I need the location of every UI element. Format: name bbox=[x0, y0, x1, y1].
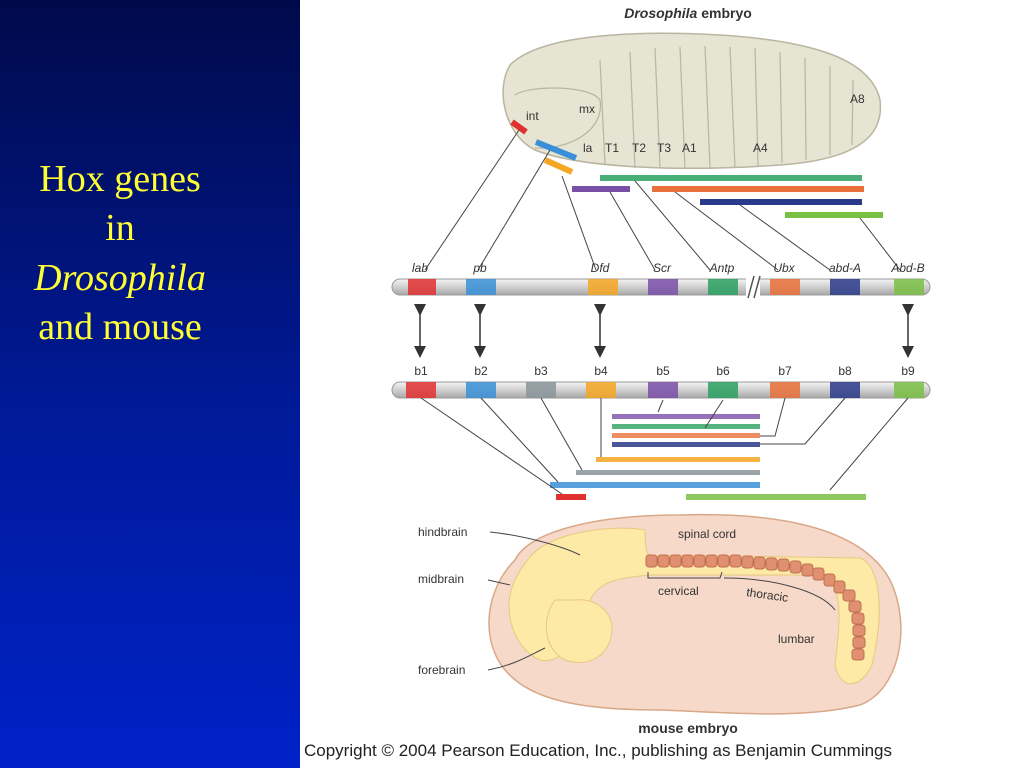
dfd-gene-band bbox=[588, 279, 618, 295]
mouse-region-pointers bbox=[487, 531, 581, 671]
fly-expression-bars bbox=[510, 119, 883, 218]
segment-A8: A8 bbox=[850, 92, 865, 106]
gene-label-dfd: Dfd bbox=[591, 261, 610, 275]
abd-b-gene-band bbox=[894, 279, 924, 295]
segment-A4: A4 bbox=[753, 141, 768, 155]
copyright-notice: Copyright © 2004 Pearson Education, Inc.… bbox=[304, 741, 893, 760]
mouse-chromosome bbox=[391, 381, 931, 399]
b8-gene-band bbox=[830, 382, 860, 398]
fly-gene-labels: lab pb Dfd Scr Antp Ubx abd-A Abd-B bbox=[412, 261, 925, 275]
gene-label-b8: b8 bbox=[838, 364, 852, 378]
scr-expression bbox=[572, 186, 630, 192]
gene-label-abd-b: Abd-B bbox=[890, 261, 924, 275]
gene-label-antp: Antp bbox=[709, 261, 735, 275]
gene-label-b6: b6 bbox=[716, 364, 730, 378]
mouse-region-labels: hindbrain midbrain forebrain spinal cord… bbox=[418, 525, 815, 736]
label-forebrain: forebrain bbox=[418, 663, 465, 677]
label-lumbar: lumbar bbox=[778, 632, 815, 646]
b1-gene-band bbox=[406, 382, 436, 398]
segment-T1: T1 bbox=[605, 141, 619, 155]
homology-arrows bbox=[414, 304, 914, 358]
fly-embryo: int mx la T1 T2 T3 A1 A4 A8 bbox=[502, 32, 882, 169]
ubx-expression bbox=[652, 186, 864, 192]
title-line-4: and mouse bbox=[38, 306, 202, 349]
dfd-expression bbox=[543, 157, 574, 175]
antp-gene-band bbox=[708, 279, 738, 295]
abd-b-expression bbox=[785, 212, 883, 218]
ubx-gene-band bbox=[770, 279, 800, 295]
label-spinal-cord: spinal cord bbox=[678, 527, 736, 541]
fly-embryo-title: Drosophila embryo bbox=[624, 5, 752, 21]
segment-la: la bbox=[583, 141, 593, 155]
title-line-3: Drosophila bbox=[34, 256, 206, 299]
b4-gene-band bbox=[586, 382, 616, 398]
label-cervical: cervical bbox=[658, 584, 699, 598]
mouse-expression-bars bbox=[550, 414, 866, 500]
fly-chromosome bbox=[391, 275, 931, 299]
scr-gene-band bbox=[648, 279, 678, 295]
b5-gene-band bbox=[648, 382, 678, 398]
title-line-1: Hox genes bbox=[39, 158, 201, 200]
pb-gene-band bbox=[466, 279, 496, 295]
gene-label-b5: b5 bbox=[656, 364, 670, 378]
somites bbox=[645, 554, 866, 661]
b3-gene-band bbox=[526, 382, 556, 398]
gene-label-b9: b9 bbox=[901, 364, 915, 378]
title-line-2: in bbox=[105, 207, 135, 250]
b2-gene-band bbox=[466, 382, 496, 398]
b8-expression bbox=[612, 442, 760, 447]
segment-int: int bbox=[526, 109, 539, 123]
b1-expression bbox=[556, 494, 586, 500]
gene-label-pb: pb bbox=[472, 261, 487, 275]
slide-title: Hox genes in Drosophila and mouse bbox=[0, 155, 240, 353]
gene-label-scr: Scr bbox=[653, 261, 672, 275]
lab-gene-band bbox=[408, 279, 436, 295]
gene-label-b2: b2 bbox=[474, 364, 488, 378]
b7-gene-band bbox=[770, 382, 800, 398]
hox-diagram: Drosophila embryo int mx la T1 T2 T3 A1 … bbox=[391, 5, 931, 736]
pb-expression bbox=[534, 139, 578, 161]
lab-expression bbox=[510, 119, 528, 135]
gene-label-b4: b4 bbox=[594, 364, 608, 378]
b9-gene-band bbox=[894, 382, 924, 398]
gene-label-b1: b1 bbox=[414, 364, 428, 378]
gene-label-ubx: Ubx bbox=[773, 261, 795, 275]
b9-expression bbox=[686, 494, 866, 500]
antp-expression bbox=[600, 175, 862, 181]
abd-a-expression bbox=[700, 199, 862, 205]
b2-expression bbox=[550, 482, 760, 488]
hox-figure: Drosophila embryo int mx la T1 T2 T3 A1 … bbox=[300, 0, 1024, 768]
segment-T2: T2 bbox=[632, 141, 646, 155]
segment-mx: mx bbox=[579, 102, 595, 116]
b4-expression bbox=[596, 457, 760, 462]
b3-expression bbox=[576, 470, 760, 475]
label-hindbrain: hindbrain bbox=[418, 525, 467, 539]
gene-label-lab: lab bbox=[412, 261, 428, 275]
mouse-embryo bbox=[488, 513, 902, 715]
b6-gene-band bbox=[708, 382, 738, 398]
label-midbrain: midbrain bbox=[418, 572, 464, 586]
b7-expression bbox=[612, 433, 760, 438]
gene-label-b7: b7 bbox=[778, 364, 792, 378]
label-thoracic: thoracic bbox=[746, 585, 790, 605]
segment-T3: T3 bbox=[657, 141, 671, 155]
mouse-embryo-title: mouse embryo bbox=[638, 720, 738, 736]
b6-expression bbox=[612, 424, 760, 429]
gene-label-abd-a: abd-A bbox=[829, 261, 861, 275]
mouse-gene-labels: b1 b2 b3 b4 b5 b6 b7 b8 b9 bbox=[414, 364, 915, 378]
gene-label-b3: b3 bbox=[534, 364, 548, 378]
abd-a-gene-band bbox=[830, 279, 860, 295]
fly-connector-lines bbox=[424, 129, 901, 271]
slide-left-panel: Hox genes in Drosophila and mouse bbox=[0, 0, 300, 768]
mouse-connector-lines bbox=[420, 397, 909, 495]
b5-expression bbox=[612, 414, 760, 419]
segment-A1: A1 bbox=[682, 141, 697, 155]
